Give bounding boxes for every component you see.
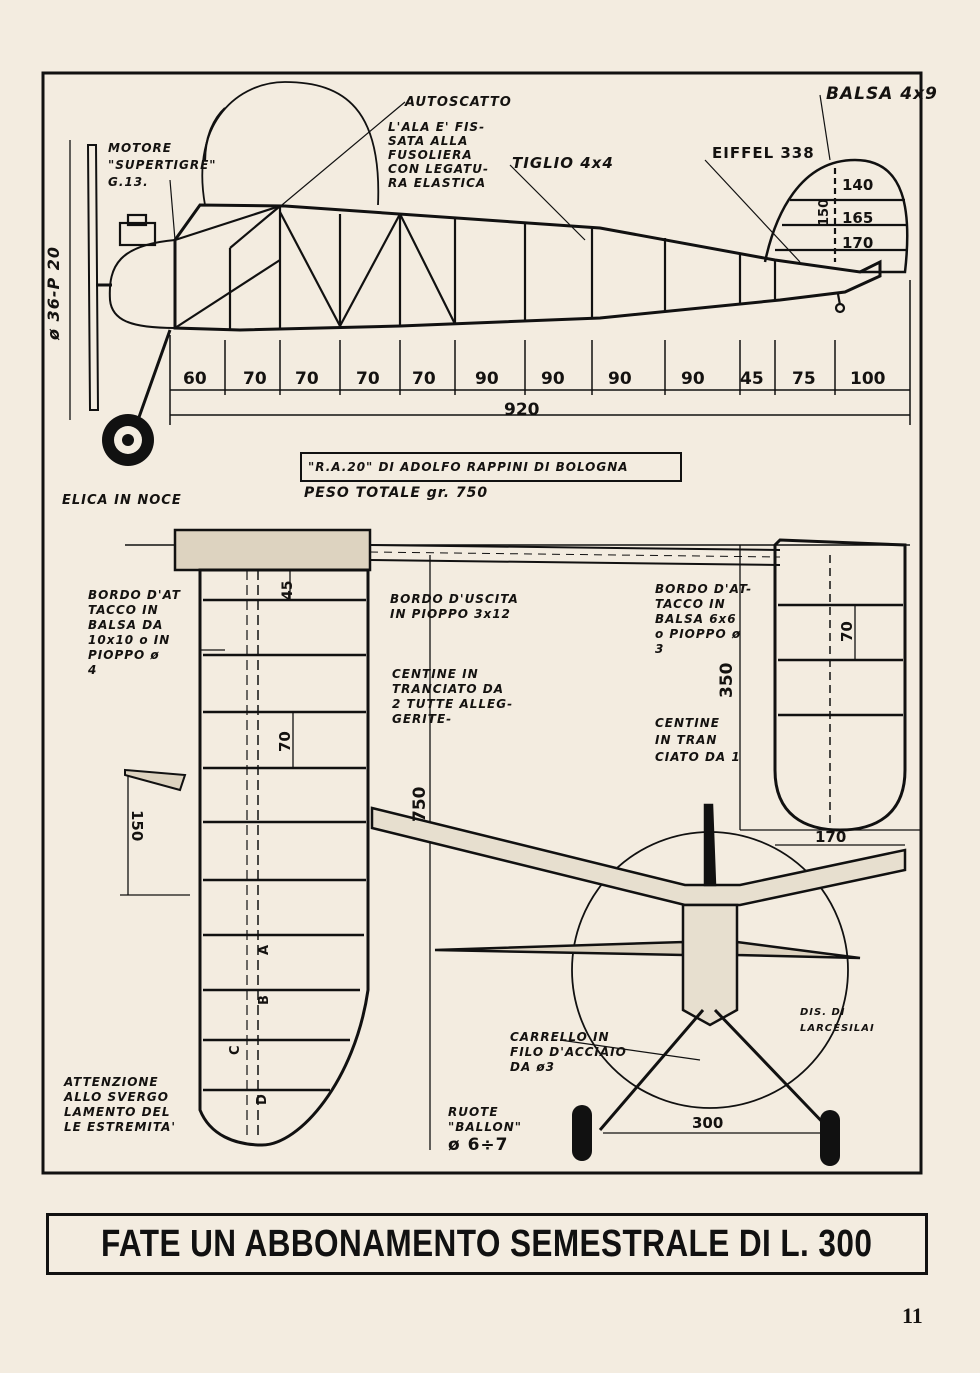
label-propeller: ø 36-P 20 — [44, 245, 63, 340]
dim-seg-11: 75 — [792, 369, 816, 389]
label-bordo-attacco-wing: BORDO D'AT TACCO IN BALSA DA 10x10 o IN … — [88, 588, 181, 677]
label-disegno: DIS. DI LARCESILAI — [800, 1007, 875, 1034]
label-eiffel: EIFFEL 338 — [712, 144, 815, 162]
dim-wing-rib-70: 70 — [276, 731, 294, 752]
dim-wing-rib-45: 45 — [280, 580, 296, 600]
fuselage-plan-view — [369, 544, 781, 566]
label-elica: ELICA IN NOCE — [62, 493, 182, 508]
tailplane-plan-view — [773, 538, 907, 832]
dim-seg-6: 90 — [475, 369, 499, 389]
label-attenzione: ATTENZIONE ALLO SVERGO LAMENTO DEL LE ES… — [64, 1075, 177, 1134]
dim-fin-140: 140 — [842, 176, 874, 194]
dim-seg-1: 60 — [183, 369, 207, 389]
dim-tail-chord: 170 — [815, 828, 847, 846]
label-carrello: CARRELLO IN FILO D'ACCIAIO DA ø3 — [510, 1030, 627, 1074]
dim-seg-2: 70 — [243, 369, 267, 389]
wing-plan-view — [173, 528, 372, 1147]
dim-track: 300 — [692, 1114, 724, 1132]
dim-seg-5: 70 — [412, 369, 436, 389]
dim-seg-9: 90 — [681, 369, 705, 389]
leader-lines-side — [169, 94, 831, 263]
dim-tail-span: 350 — [717, 662, 737, 699]
title-box: "R.A.20" DI ADOLFO RAPPINI DI BOLOGNA — [300, 452, 682, 482]
dim-fin-150: 150 — [817, 198, 832, 226]
rib-letter-a: A — [257, 944, 272, 955]
rib-letter-c: C — [228, 1045, 243, 1055]
front-view — [370, 803, 907, 1134]
dim-dihedral: 150 — [128, 810, 146, 842]
label-balsa: BALSA 4x9 — [826, 84, 938, 104]
dim-seg-7: 90 — [541, 369, 565, 389]
dimension-chain — [169, 280, 911, 425]
dim-seg-3: 70 — [295, 369, 319, 389]
dim-seg-8: 90 — [608, 369, 632, 389]
label-bordo-attacco-tail: BORDO D'AT- TACCO IN BALSA 6x6 o PIOPPO … — [655, 582, 753, 656]
label-ruote: RUOTE "BALLON" — [448, 1105, 523, 1134]
dim-total-length: 920 — [504, 400, 540, 420]
dim-fin-165: 165 — [842, 209, 874, 227]
drawing-frame — [41, 71, 923, 1175]
dihedral-sketch — [124, 768, 187, 792]
dim-fin-170: 170 — [842, 234, 874, 252]
page-number: 11 — [902, 1303, 923, 1328]
label-tiglio: TIGLIO 4x4 — [512, 154, 614, 172]
label-motore: MOTORE "SUPERTIGRE" G.13. — [108, 141, 217, 189]
label-ala-fissata: L'ALA E' FIS- SATA ALLA FUSOLIERA CON LE… — [388, 120, 489, 190]
dim-wing-span-half: 750 — [410, 786, 430, 823]
label-bordo-uscita: BORDO D'USCITA IN PIOPPO 3x12 — [390, 592, 519, 621]
rib-letter-d: D — [255, 1094, 270, 1105]
dim-seg-10: 45 — [740, 369, 764, 389]
label-centine-tail: CENTINE IN TRAN CIATO DA 1 — [655, 716, 741, 764]
side-wheel-icon — [102, 414, 154, 466]
subscription-banner: FATE UN ABBONAMENTO SEMESTRALE DI L. 300 — [46, 1213, 928, 1275]
label-peso: PESO TOTALE gr. 750 — [304, 485, 489, 501]
dim-seg-4: 70 — [356, 369, 380, 389]
front-wheels-icon — [572, 1105, 840, 1166]
label-centine-wing: CENTINE IN TRANCIATO DA 2 TUTTE ALLEG- G… — [392, 667, 514, 726]
dimension-lines-plan — [120, 545, 920, 1150]
label-autoscatto: AUTOSCATTO — [405, 95, 512, 110]
drawing-title: "R.A.20" DI ADOLFO RAPPINI DI BOLOGNA — [308, 460, 629, 474]
dim-tail-rib-70: 70 — [838, 621, 856, 642]
banner-text: FATE UN ABBONAMENTO SEMESTRALE DI L. 300 — [101, 1222, 873, 1265]
dim-seg-12: 100 — [850, 369, 886, 389]
leader-lines-plan — [200, 649, 701, 1061]
label-ruote-size: ø 6÷7 — [448, 1135, 509, 1155]
rib-letter-b: B — [257, 995, 272, 1005]
